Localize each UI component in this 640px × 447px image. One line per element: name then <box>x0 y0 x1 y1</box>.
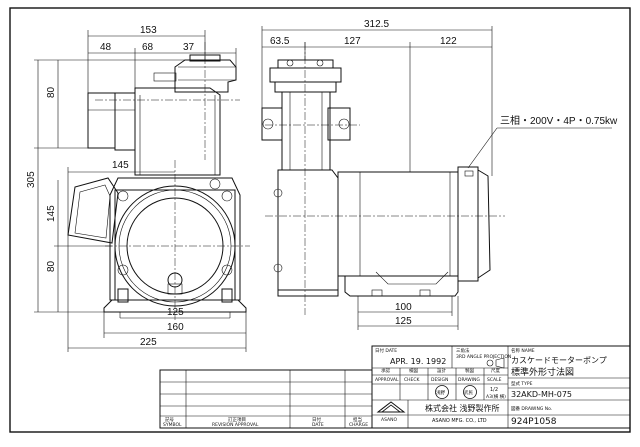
company-name-jp: 株式会社 浅野製作所 <box>425 403 500 413</box>
dim-68: 68 <box>142 42 154 53</box>
rev-text-en: REVISION APPROVAL <box>212 422 259 428</box>
rev-symbol-en: SYMBOL <box>163 422 182 428</box>
dim-145-vertical: 145 <box>46 205 57 222</box>
date-value: APR. 19. 1992 <box>390 357 446 366</box>
approval-en: APPROVAL <box>375 377 399 383</box>
drawing-en: DRAWING <box>458 377 480 383</box>
dim-160: 160 <box>167 322 184 333</box>
type-value: 32AKD-MH-075 <box>511 390 572 399</box>
sheet-border <box>9 7 631 433</box>
svg-text:ASANO: ASANO <box>381 417 397 423</box>
drawing-jp: 製図 <box>465 367 474 374</box>
approval-jp: 承認 <box>381 367 390 374</box>
product-name: カスケードモーターポンプ <box>511 356 607 365</box>
dim-125-front: 125 <box>167 307 184 318</box>
side-view <box>261 42 505 315</box>
rev-charge-en: CHARGE <box>349 422 368 428</box>
design-jp: 設計 <box>437 367 446 374</box>
dim-305: 305 <box>26 171 37 188</box>
scale-en: SCALE <box>487 377 502 383</box>
motor-spec-label: 三相・200V・4P・0.75kw <box>500 114 618 127</box>
dim-48: 48 <box>100 42 112 53</box>
rev-charge-jp: 担当 <box>353 416 362 423</box>
dim-127: 127 <box>344 36 361 47</box>
drawing-title: 標準外形寸法図 <box>511 366 574 378</box>
dim-80-lower: 80 <box>46 260 57 272</box>
check-jp: 検図 <box>409 367 418 374</box>
svg-text:武民: 武民 <box>464 389 473 396</box>
dim-100: 100 <box>395 302 412 313</box>
rev-text-jp: 訂正項目 <box>228 416 246 423</box>
svg-text:浅野: 浅野 <box>436 389 445 396</box>
company-logo: ASANO <box>376 401 406 423</box>
dim-145-horizontal: 145 <box>112 160 129 171</box>
front-dimension-lines <box>34 30 247 352</box>
title-block <box>159 345 631 429</box>
rev-symbol-jp: 記号 <box>165 416 174 423</box>
stamp-check: 浅野 <box>435 385 449 399</box>
company-name-en: ASANO MFG. CO., LTD <box>432 418 487 424</box>
drawing-no-value: 924P1058 <box>511 417 557 427</box>
dim-122: 122 <box>440 36 457 47</box>
projection-en: 3RD ANGLE PROJECTION <box>456 354 511 360</box>
dim-225: 225 <box>140 337 157 348</box>
type-label: 型式 TYPE <box>511 380 533 387</box>
name-label: 名称 NAME <box>511 347 535 354</box>
date-label: 日付 DATE <box>375 347 397 354</box>
front-view <box>67 42 250 320</box>
rev-date-en: DATE <box>312 422 324 428</box>
dim-125-side: 125 <box>395 316 412 327</box>
design-en: DESIGN <box>431 377 448 383</box>
scale-jp: 尺度 <box>491 367 500 374</box>
paper-size: A3(横 横) <box>486 393 506 400</box>
check-en: CHECK <box>404 377 421 383</box>
rev-date-jp: 日付 <box>312 416 321 423</box>
dim-312-5: 312.5 <box>364 19 389 30</box>
dim-63-5: 63.5 <box>270 36 290 47</box>
dim-37: 37 <box>183 42 195 53</box>
scale-value: 1/2 <box>490 387 498 393</box>
projection-symbol <box>486 357 505 369</box>
drawing-no-label: 図番 DRAWING No. <box>511 405 552 412</box>
side-dimension-lines <box>261 26 612 330</box>
dim-153: 153 <box>140 25 157 36</box>
dim-80-upper: 80 <box>46 86 57 98</box>
stamp-drawing: 武民 <box>463 385 477 399</box>
projection-jp: 三角法 <box>456 347 470 354</box>
